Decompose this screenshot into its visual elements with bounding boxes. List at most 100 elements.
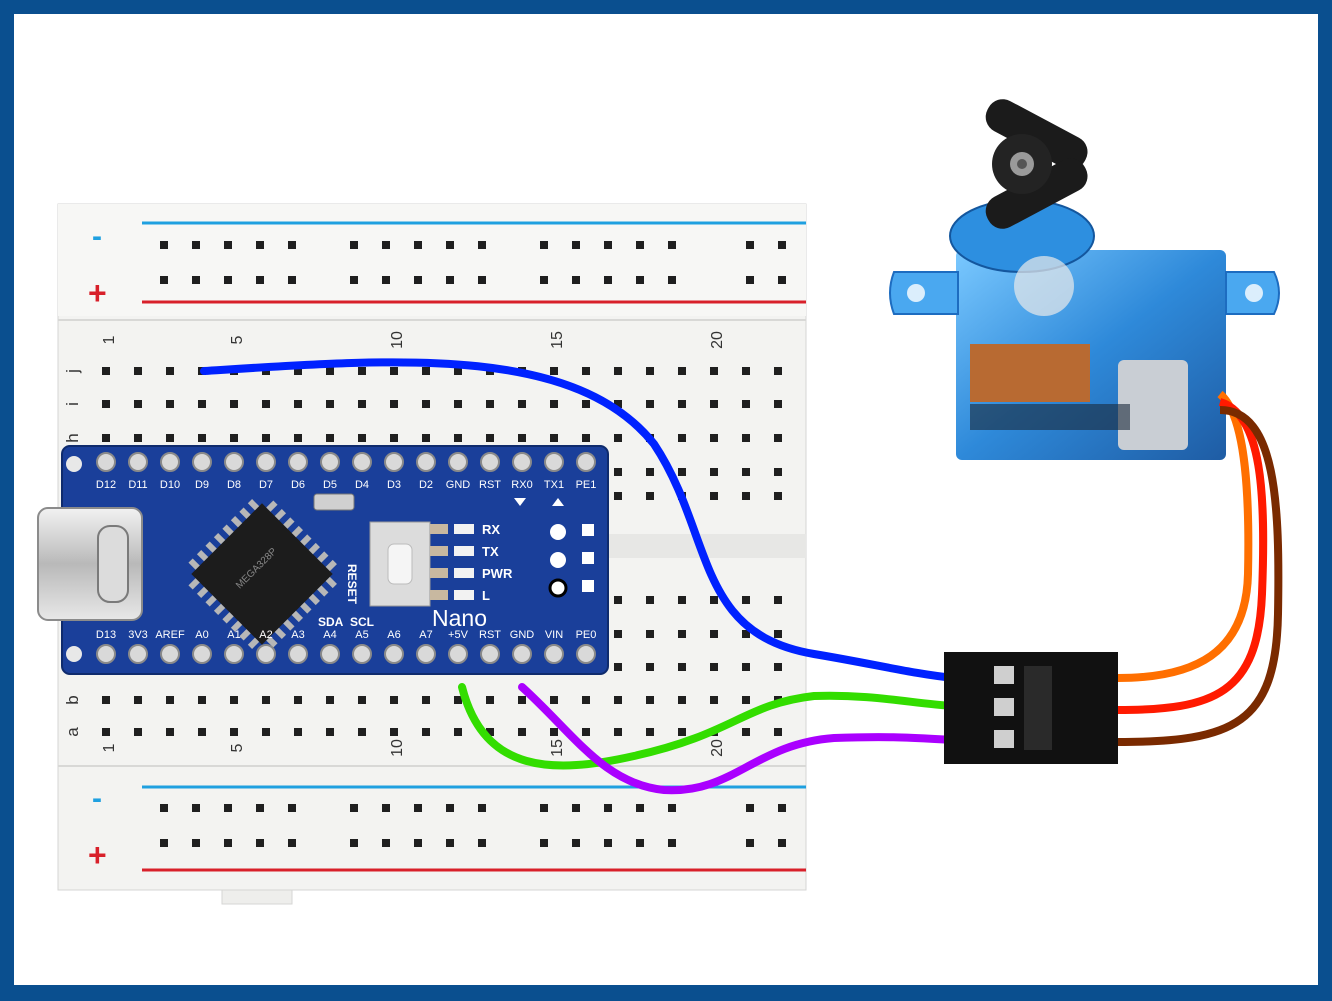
rail-hole [446, 276, 454, 284]
pin-label-top: D4 [355, 479, 369, 491]
breadboard-hole [550, 728, 558, 736]
led-label: PWR [482, 566, 513, 581]
breadboard-hole [742, 630, 750, 638]
rail-hole [192, 839, 200, 847]
pin-label-top: TX1 [544, 479, 564, 491]
header-pad [576, 452, 596, 472]
row-letter: h [63, 433, 82, 442]
breadboard-hole [774, 468, 782, 476]
icsp-pad [582, 552, 594, 564]
breadboard-hole [518, 696, 526, 704]
pin-label-bottom: A0 [195, 629, 208, 641]
rail-hole [572, 276, 580, 284]
breadboard-hole [454, 696, 462, 704]
led [454, 568, 474, 578]
breadboard-hole [166, 696, 174, 704]
breadboard-hole [774, 492, 782, 500]
pin-label-top: D7 [259, 479, 273, 491]
pin-label-bottom: +5V [448, 629, 469, 641]
breadboard-hole [230, 728, 238, 736]
breadboard-hole [294, 434, 302, 442]
scl-label: SCL [350, 615, 374, 629]
rail-hole [604, 276, 612, 284]
header-pad [96, 644, 116, 664]
column-number: 15 [549, 331, 566, 349]
rail-hole [382, 804, 390, 812]
rail-hole [160, 241, 168, 249]
breadboard-hole [678, 630, 686, 638]
servo-motor [889, 99, 1280, 460]
board-name: Nano [432, 605, 487, 631]
wire-power-green [458, 683, 958, 770]
led-label: L [482, 588, 490, 603]
header-pad [160, 644, 180, 664]
rail-hole [746, 839, 754, 847]
breadboard-hole [326, 400, 334, 408]
rail-hole [636, 804, 644, 812]
rail-hole [414, 804, 422, 812]
rail-hole [288, 839, 296, 847]
breadboard-hole [742, 696, 750, 704]
column-number: 20 [709, 739, 726, 757]
rail-hole [778, 839, 786, 847]
servo-horn [985, 99, 1088, 229]
led-label: RX [482, 522, 500, 537]
pin-label-bottom: GND [510, 629, 535, 641]
breadboard-hole [230, 696, 238, 704]
breadboard-hole [358, 367, 366, 375]
breadboard-hole [614, 696, 622, 704]
header-pad [384, 452, 404, 472]
breadboard-hole [614, 728, 622, 736]
rail-hole [540, 241, 548, 249]
column-number: 5 [229, 335, 246, 344]
rail-hole [350, 241, 358, 249]
breadboard-hole [422, 434, 430, 442]
header-pad [576, 644, 596, 664]
breadboard-hole [358, 696, 366, 704]
breadboard-hole [614, 400, 622, 408]
breadboard-hole [454, 400, 462, 408]
breadboard-hole [582, 696, 590, 704]
pin-label-top: RX0 [511, 479, 532, 491]
column-number: 1 [101, 335, 118, 344]
breadboard-hole [454, 434, 462, 442]
breadboard-hole [742, 434, 750, 442]
breadboard-hole [198, 400, 206, 408]
pin-label-bottom: A4 [323, 629, 336, 641]
header-pad [128, 644, 148, 664]
breadboard-hole [102, 696, 110, 704]
breadboard-hole [102, 400, 110, 408]
breadboard-hole [614, 663, 622, 671]
rail-hole [778, 241, 786, 249]
breadboard-hole [710, 367, 718, 375]
column-number: 20 [709, 331, 726, 349]
breadboard-hole [326, 696, 334, 704]
rail-hole [540, 276, 548, 284]
breadboard-hole [230, 400, 238, 408]
wire-servo-power-red [1117, 398, 1268, 714]
breadboard-hole [774, 728, 782, 736]
breadboard-hole [294, 696, 302, 704]
servo-pcb [970, 344, 1090, 402]
breadboard-hole [774, 434, 782, 442]
pin-label-bottom: A2 [259, 629, 272, 641]
breadboard-hole [678, 367, 686, 375]
rail-hole [224, 276, 232, 284]
row-letter: a [63, 727, 82, 737]
breadboard-hole [582, 434, 590, 442]
pin-label-top: D2 [419, 479, 433, 491]
breadboard-hole [678, 400, 686, 408]
tx-arrow-icon [552, 498, 564, 506]
breadboard-hole [198, 696, 206, 704]
led [454, 524, 474, 534]
header-pad [320, 644, 340, 664]
pin-label-bottom: RST [479, 629, 501, 641]
breadboard-hole [454, 367, 462, 375]
rail-hole [604, 839, 612, 847]
header-pad [224, 644, 244, 664]
pin-label-top: D9 [195, 479, 209, 491]
